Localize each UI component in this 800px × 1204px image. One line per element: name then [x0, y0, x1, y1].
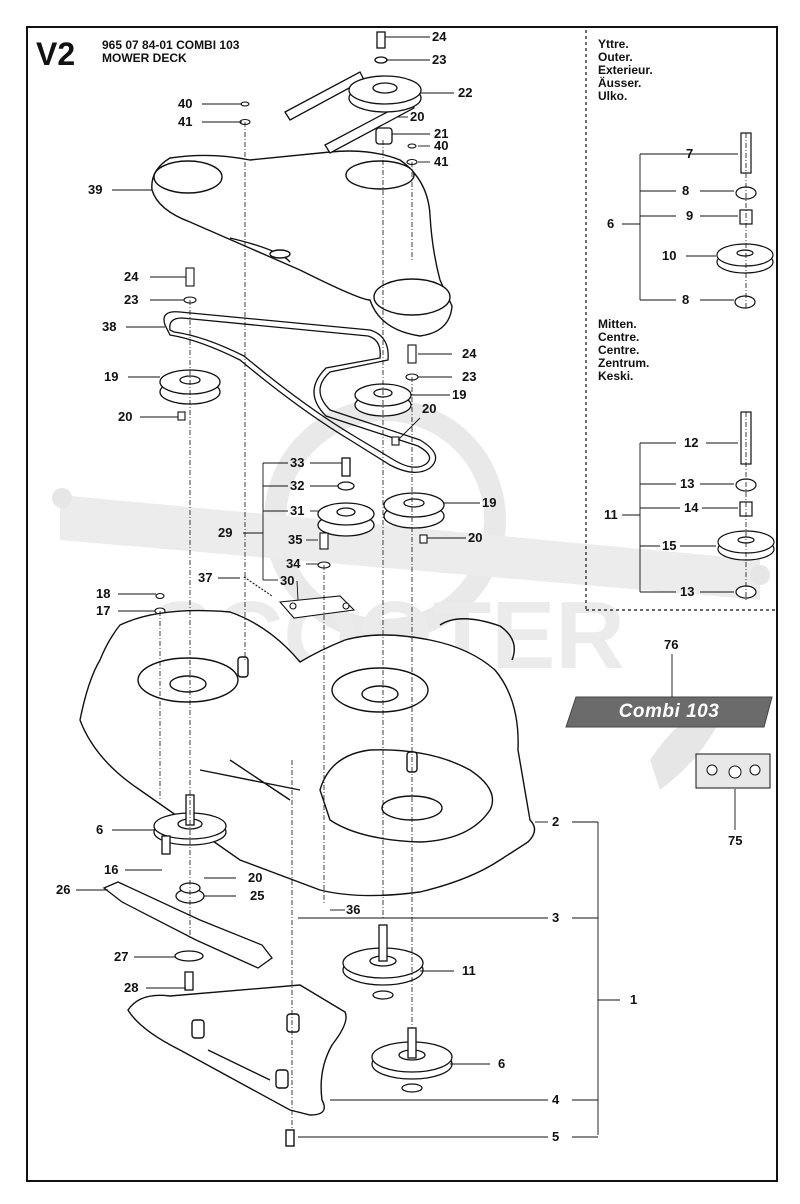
callout-9: 9 — [686, 208, 694, 223]
callout-33: 33 — [290, 455, 305, 470]
assembly-axes — [159, 122, 747, 1130]
callout-23: 23 — [462, 369, 477, 384]
tension-pulley — [317, 457, 375, 537]
callout-22: 22 — [458, 85, 473, 100]
callout-3: 3 — [552, 910, 560, 925]
legend-middle: Mitten. Centre. Centre. Zentrum. Keski. — [598, 318, 649, 383]
legend-middle-line: Keski. — [598, 369, 634, 383]
top-pulley — [284, 31, 422, 154]
callout-26: 26 — [56, 882, 71, 897]
callout-20: 20 — [422, 401, 437, 416]
leader-lines — [76, 36, 738, 1138]
callout-6: 6 — [96, 822, 104, 837]
callout-38: 38 — [102, 319, 117, 334]
callout-8: 8 — [682, 183, 690, 198]
model-badge-label: Combi 103 — [618, 701, 720, 722]
callout-36: 36 — [346, 902, 361, 917]
callout-13: 13 — [680, 476, 695, 491]
callout-18: 18 — [96, 586, 111, 601]
section-name: MOWER DECK — [102, 51, 187, 65]
callout-76: 76 — [664, 637, 679, 652]
callout-16: 16 — [104, 862, 119, 877]
legend-middle-line: Centre. — [598, 330, 640, 344]
callout-20: 20 — [468, 530, 483, 545]
callout-35: 35 — [288, 532, 303, 547]
callout-32: 32 — [290, 478, 305, 493]
callout-21: 21 — [434, 126, 449, 141]
callout-11: 11 — [462, 963, 476, 978]
callout-1: 1 — [630, 992, 638, 1007]
drive-belt — [163, 311, 437, 473]
callout-40: 40 — [434, 138, 449, 153]
callout-41: 41 — [434, 154, 449, 169]
callout-20: 20 — [248, 870, 263, 885]
callout-5: 5 — [552, 1129, 560, 1144]
callout-11: 11 — [604, 507, 618, 522]
callout-39: 39 — [88, 182, 103, 197]
legend-outer-line: Exterieur. — [598, 63, 653, 77]
callout-10: 10 — [662, 248, 677, 263]
page-title: V2 — [36, 36, 76, 72]
callout-20: 20 — [118, 409, 133, 424]
callout-24: 24 — [124, 269, 139, 284]
callout-24: 24 — [432, 29, 447, 44]
callout-19: 19 — [104, 369, 119, 384]
callout-37: 37 — [198, 570, 213, 585]
callout-15: 15 — [662, 538, 677, 553]
callout-13: 13 — [680, 584, 695, 599]
callout-30: 30 — [280, 573, 295, 588]
model-badge — [565, 696, 773, 728]
callout-27: 27 — [114, 949, 129, 964]
callout-19: 19 — [452, 387, 467, 402]
callout-25: 25 — [250, 888, 265, 903]
callout-4: 4 — [552, 1092, 560, 1107]
cutting-blade — [102, 881, 273, 969]
callout-20: 20 — [410, 109, 425, 124]
callout-12: 12 — [684, 435, 699, 450]
callout-41: 41 — [178, 114, 193, 129]
belt-routing-decal — [695, 753, 771, 789]
callout-8: 8 — [682, 292, 690, 307]
callout-6: 6 — [498, 1056, 506, 1071]
callout-29: 29 — [218, 525, 233, 540]
callout-40: 40 — [178, 96, 193, 111]
callout-34: 34 — [286, 556, 301, 571]
legend-middle-line: Mitten. — [598, 317, 637, 331]
belt-cover — [151, 150, 453, 337]
pulley-right — [383, 492, 445, 529]
spindle-assembly-center — [342, 924, 424, 1000]
callout-31: 31 — [290, 503, 305, 518]
callout-75: 75 — [728, 833, 743, 848]
callout-19: 19 — [482, 495, 497, 510]
legend-outer-line: Ulko. — [598, 89, 628, 103]
legend-middle-line: Zentrum. — [598, 356, 650, 370]
inset-outer-spindle — [716, 132, 774, 309]
inset-panel-border — [585, 30, 776, 611]
callout-24: 24 — [462, 346, 477, 361]
lower-deck-plate — [127, 984, 347, 1147]
callout-28: 28 — [124, 980, 139, 995]
callout-7: 7 — [686, 146, 694, 161]
part-number: 965 07 84-01 COMBI 103 — [102, 38, 240, 52]
callout-23: 23 — [124, 292, 139, 307]
legend-outer-line: Outer. — [598, 50, 633, 64]
callout-14: 14 — [684, 500, 699, 515]
spindle-assembly-right — [371, 1027, 453, 1093]
callout-6: 6 — [607, 216, 615, 231]
callout-2: 2 — [552, 814, 560, 829]
legend-outer: Yttre. Outer. Exterieur. Äusser. Ulko. — [598, 38, 653, 103]
callout-17: 17 — [96, 603, 111, 618]
legend-outer-line: Äusser. — [598, 76, 642, 90]
callout-23: 23 — [432, 52, 447, 67]
legend-middle-line: Centre. — [598, 343, 640, 357]
legend-outer-line: Yttre. — [598, 37, 629, 51]
